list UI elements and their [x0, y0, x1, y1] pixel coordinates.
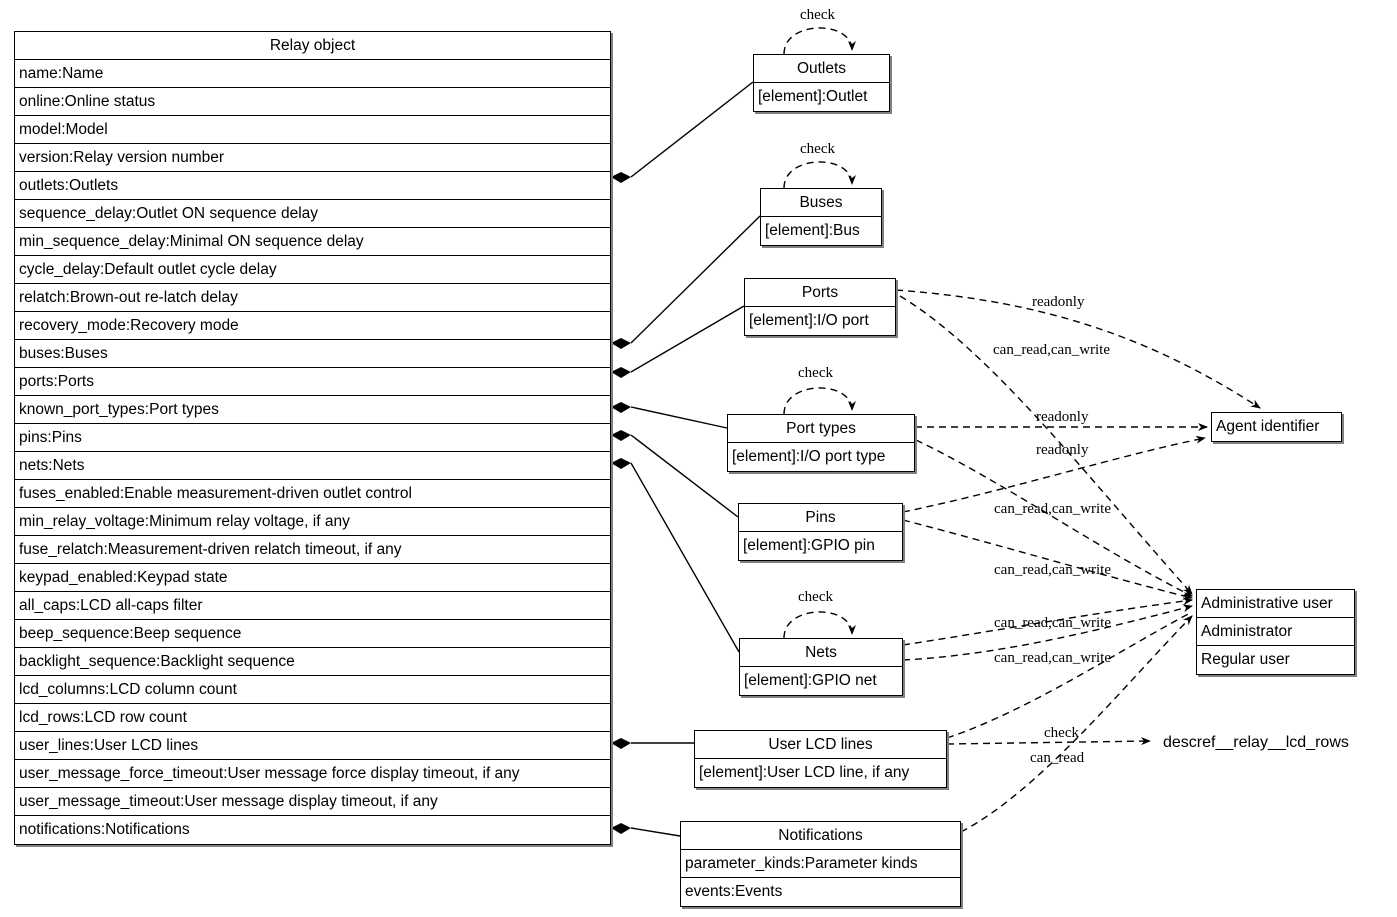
attribute-row: pins:Pins	[15, 424, 610, 452]
edge-label-check-outlets: check	[800, 7, 835, 23]
composition-diamond-ports	[611, 305, 745, 378]
check-loop-outlets	[783, 27, 856, 55]
attribute-row: lcd_rows:LCD row count	[15, 704, 610, 732]
class-title-outlets: Outlets	[754, 55, 889, 83]
class-box-notifications[interactable]: Notifications parameter_kinds:Parameter …	[680, 821, 961, 907]
attribute-row: [element]:Bus	[765, 222, 860, 239]
composition-diamond-notifications	[611, 823, 681, 837]
class-box-nets[interactable]: Nets [element]:GPIO net	[739, 638, 903, 696]
class-title-relay-object: Relay object	[15, 32, 610, 60]
edge-user-lines-descref-check	[946, 737, 1151, 746]
class-box-user-lcd-lines[interactable]: User LCD lines [element]:User LCD line, …	[694, 730, 947, 788]
attribute-row: outlets:Outlets	[15, 172, 610, 200]
attribute-row: all_caps:LCD all-caps filter	[15, 592, 610, 620]
class-box-agent-identifier[interactable]: Agent identifier	[1211, 412, 1342, 442]
class-box-ports[interactable]: Ports [element]:I/O port	[744, 278, 896, 336]
composition-diamond-pins	[611, 430, 739, 518]
edge-label-check-user-lines-descref: check	[1044, 725, 1079, 741]
edge-label-canrw-ports-admin: can_read,can_write	[993, 342, 1111, 358]
attribute-row: fuses_enabled:Enable measurement-driven …	[15, 480, 610, 508]
class-title-nets: Nets	[740, 639, 902, 667]
attribute-row: model:Model	[15, 116, 610, 144]
composition-diamond-port-types	[611, 402, 728, 429]
attribute-row: name:Name	[15, 60, 610, 88]
attribute-row: [element]:GPIO pin	[743, 537, 875, 554]
class-box-administrative-user[interactable]: Administrative user Administrator Regula…	[1196, 589, 1355, 675]
edge-notifications-admin-canread	[960, 615, 1193, 833]
label-descref-relay-lcd-rows: descref__relay__lcd_rows	[1163, 734, 1349, 751]
class-title-pins: Pins	[739, 504, 902, 532]
attribute-row: Regular user	[1201, 651, 1290, 668]
attribute-row: [element]:User LCD line, if any	[699, 764, 910, 781]
attribute-row: min_relay_voltage:Minimum relay voltage,…	[15, 508, 610, 536]
attribute-row: events:Events	[685, 883, 783, 900]
attribute-row: user_message_timeout:User message displa…	[15, 788, 610, 816]
class-box-port-types[interactable]: Port types [element]:I/O port type	[727, 414, 915, 472]
edge-pins-admin-canrw	[902, 519, 1193, 600]
check-loop-nets	[783, 611, 856, 639]
attribute-row: buses:Buses	[15, 340, 610, 368]
class-box-relay-object[interactable]: Relay object name:Name online:Online sta…	[14, 31, 611, 845]
attribute-row: user_lines:User LCD lines	[15, 732, 610, 760]
class-title-notifications: Notifications	[681, 822, 960, 850]
class-title-user-lcd-lines: User LCD lines	[695, 731, 946, 759]
class-title-administrative-user: Administrative user	[1197, 590, 1354, 618]
attribute-row: beep_sequence:Beep sequence	[15, 620, 610, 648]
attribute-row: known_port_types:Port types	[15, 396, 610, 424]
check-loop-buses	[783, 161, 856, 189]
attribute-row: sequence_delay:Outlet ON sequence delay	[15, 200, 610, 228]
composition-diamond-buses	[611, 215, 761, 349]
edge-label-readonly-ports-agent: readonly	[1032, 294, 1085, 310]
edge-label-canrw-nets-admin-2: can_read,can_write	[994, 615, 1112, 631]
attribute-row: lcd_columns:LCD column count	[15, 676, 610, 704]
attribute-row: backlight_sequence:Backlight sequence	[15, 648, 610, 676]
edge-label-check-buses: check	[800, 141, 835, 157]
attribute-row: min_sequence_delay:Minimal ON sequence d…	[15, 228, 610, 256]
attribute-row: keypad_enabled:Keypad state	[15, 564, 610, 592]
class-title-agent-identifier: Agent identifier	[1216, 418, 1320, 435]
attribute-row: parameter_kinds:Parameter kinds	[681, 850, 960, 878]
check-loop-port-types	[783, 387, 856, 415]
attribute-row: relatch:Brown-out re-latch delay	[15, 284, 610, 312]
composition-diamond-outlets	[611, 81, 754, 183]
edge-label-readonly-pins-agent: readonly	[1036, 442, 1089, 458]
attribute-row: Administrator	[1197, 618, 1354, 646]
composition-diamond-user-lines	[611, 738, 694, 749]
edge-label-check-port-types: check	[798, 365, 833, 381]
attribute-row: user_message_force_timeout:User message …	[15, 760, 610, 788]
edge-label-canread-notifications: can_read	[1030, 750, 1085, 766]
attribute-row: [element]:Outlet	[758, 88, 868, 105]
class-box-buses[interactable]: Buses [element]:Bus	[760, 188, 882, 246]
attribute-row: ports:Ports	[15, 368, 610, 396]
attribute-row: nets:Nets	[15, 452, 610, 480]
attribute-row: [element]:GPIO net	[744, 672, 877, 689]
attribute-row: version:Relay version number	[15, 144, 610, 172]
attribute-row: online:Online status	[15, 88, 610, 116]
attribute-row: [element]:I/O port	[749, 312, 869, 329]
attribute-row: notifications:Notifications	[19, 821, 190, 838]
class-title-buses: Buses	[761, 189, 881, 217]
composition-diamond-nets	[611, 458, 740, 653]
attribute-row: fuse_relatch:Measurement-driven relatch …	[15, 536, 610, 564]
class-box-pins[interactable]: Pins [element]:GPIO pin	[738, 503, 903, 561]
class-box-outlets[interactable]: Outlets [element]:Outlet	[753, 54, 890, 112]
edge-label-readonly-port-types-agent: readonly	[1036, 409, 1089, 425]
attribute-row: [element]:I/O port type	[732, 448, 886, 465]
edge-label-canrw-nets-admin-1: can_read,can_write	[994, 562, 1112, 578]
class-title-port-types: Port types	[728, 415, 914, 443]
edge-label-canrw-user-lines-admin: can_read,can_write	[994, 650, 1112, 666]
edge-label-check-nets: check	[798, 589, 833, 605]
edge-label-canrw-pins-admin: can_read,can_write	[994, 501, 1112, 517]
attribute-row: cycle_delay:Default outlet cycle delay	[15, 256, 610, 284]
class-title-ports: Ports	[745, 279, 895, 307]
attribute-row: recovery_mode:Recovery mode	[15, 312, 610, 340]
